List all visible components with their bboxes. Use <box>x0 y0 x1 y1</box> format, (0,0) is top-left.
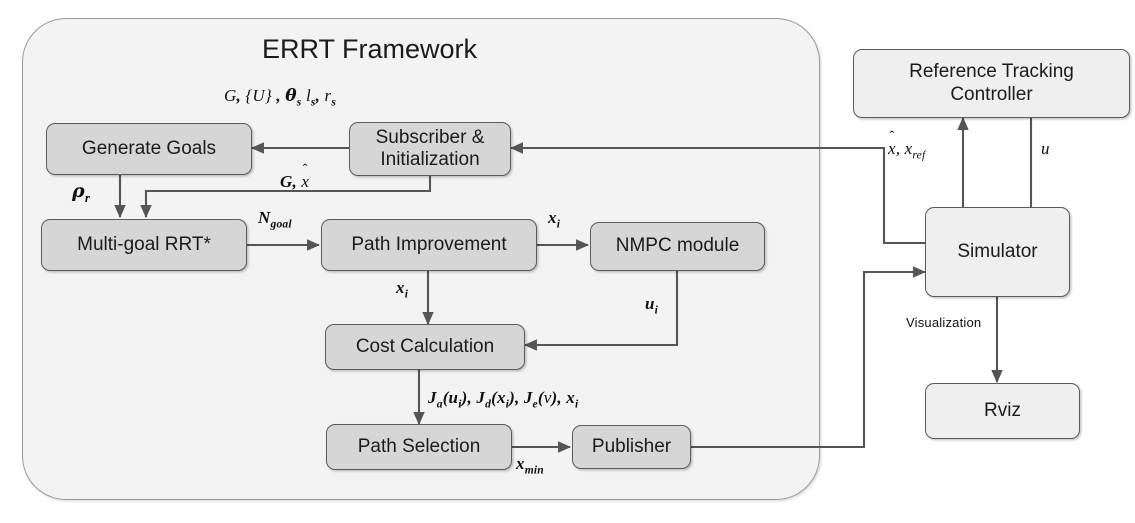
node-path-improvement[interactable]: Path Improvement <box>321 219 537 271</box>
label-rho-r: ρr <box>72 180 91 205</box>
node-nmpc-module[interactable]: NMPC module <box>590 222 765 271</box>
label-u: u <box>1041 139 1050 158</box>
label-x-min: xmin <box>516 454 544 477</box>
framework-title: ERRT Framework <box>262 34 478 64</box>
label-g-xhat: G, ̂x <box>280 162 310 191</box>
node-subscriber-line2: Initialization <box>380 149 480 170</box>
label-visualization: Visualization <box>906 315 982 330</box>
label-x-i-to-cost: xi <box>396 278 409 301</box>
node-multi-goal-rrt[interactable]: Multi-goal RRT* <box>41 219 247 271</box>
label-cost-terms: Ja(ui), Jd(xi), Je(v), xi <box>428 388 579 411</box>
node-subscriber-initialization[interactable]: Subscriber & Initialization <box>349 122 511 176</box>
label-u-i: ui <box>645 294 659 317</box>
edge-subscriber-to-multigoal <box>140 176 432 219</box>
node-subscriber-line1: Subscriber & <box>375 126 485 148</box>
node-rviz[interactable]: Rviz <box>925 383 1080 439</box>
node-reference-tracking-controller[interactable]: Reference Tracking Controller <box>853 49 1130 118</box>
label-x-i-to-nmpc: xi <box>548 208 561 231</box>
controller-line2: Controller <box>950 83 1033 105</box>
node-cost-calculation[interactable]: Cost Calculation <box>325 324 525 370</box>
node-simulator[interactable]: Simulator <box>925 207 1070 297</box>
controller-line1: Reference Tracking <box>909 61 1074 83</box>
node-generate-goals[interactable]: Generate Goals <box>46 123 252 175</box>
label-n-goal: Ngoal <box>258 208 292 231</box>
label-xhat-xref: ̂x, xref <box>888 129 926 162</box>
edge-publisher-to-simulator <box>691 266 927 449</box>
label-subscriber-to-goals: G, {U} , θs ls, rs <box>224 86 337 109</box>
node-publisher[interactable]: Publisher <box>572 425 691 469</box>
edge-simulator-to-subscriber <box>509 142 925 245</box>
node-path-selection[interactable]: Path Selection <box>326 424 512 470</box>
edge-nmpc-to-cost <box>523 271 679 351</box>
